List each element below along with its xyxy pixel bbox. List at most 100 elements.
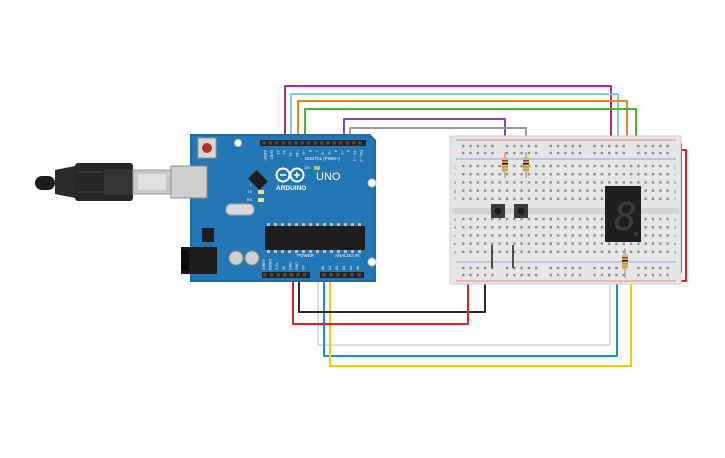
breadboard-hole[interactable] xyxy=(593,273,596,277)
breadboard-hole[interactable] xyxy=(608,173,611,176)
breadboard-hole[interactable] xyxy=(578,234,582,237)
breadboard-hole[interactable] xyxy=(651,144,655,148)
breadboard-hole[interactable] xyxy=(505,273,509,277)
breadboard-hole[interactable] xyxy=(527,151,531,155)
digital-pin[interactable] xyxy=(294,141,298,145)
breadboard-hole[interactable] xyxy=(644,273,647,277)
breadboard-hole[interactable] xyxy=(520,266,523,270)
breadboard-hole[interactable] xyxy=(622,144,625,148)
breadboard-hole[interactable] xyxy=(505,197,509,200)
breadboard-hole[interactable] xyxy=(666,181,669,184)
power-pin[interactable] xyxy=(289,273,294,277)
digital-pin[interactable] xyxy=(307,141,311,145)
breadboard-hole[interactable] xyxy=(549,250,552,253)
breadboard-hole[interactable] xyxy=(608,266,611,270)
breadboard-hole[interactable] xyxy=(520,273,523,277)
push-button-1[interactable] xyxy=(491,204,505,218)
breadboard-hole[interactable] xyxy=(513,217,516,221)
breadboard-hole[interactable] xyxy=(505,234,509,237)
breadboard-hole[interactable] xyxy=(476,234,479,237)
breadboard-hole[interactable] xyxy=(535,234,538,237)
breadboard-hole[interactable] xyxy=(498,217,501,221)
breadboard-hole[interactable] xyxy=(659,173,662,176)
breadboard-hole[interactable] xyxy=(549,226,552,229)
breadboard-hole[interactable] xyxy=(498,181,501,184)
breadboard-hole[interactable] xyxy=(564,234,567,237)
breadboard-hole[interactable] xyxy=(600,197,604,200)
breadboard-hole[interactable] xyxy=(615,151,618,155)
breadboard-hole[interactable] xyxy=(469,242,472,245)
breadboard-hole[interactable] xyxy=(659,197,662,200)
breadboard-hole[interactable] xyxy=(578,242,582,245)
breadboard-hole[interactable] xyxy=(476,197,479,200)
breadboard-hole[interactable] xyxy=(578,217,582,221)
breadboard-hole[interactable] xyxy=(571,217,574,221)
breadboard-hole[interactable] xyxy=(483,197,487,200)
breadboard-hole[interactable] xyxy=(505,173,509,176)
breadboard-hole[interactable] xyxy=(659,266,662,270)
breadboard-hole[interactable] xyxy=(600,173,604,176)
breadboard-hole[interactable] xyxy=(659,242,662,245)
breadboard-hole[interactable] xyxy=(637,273,640,277)
breadboard-hole[interactable] xyxy=(469,226,472,229)
breadboard-hole[interactable] xyxy=(505,242,509,245)
breadboard-hole[interactable] xyxy=(483,242,487,245)
breadboard-hole[interactable] xyxy=(615,173,618,176)
push-button-2[interactable] xyxy=(514,204,528,218)
breadboard-hole[interactable] xyxy=(542,250,545,253)
breadboard-hole[interactable] xyxy=(498,173,501,176)
breadboard-hole[interactable] xyxy=(462,144,465,148)
breadboard-hole[interactable] xyxy=(578,151,582,155)
breadboard-hole[interactable] xyxy=(629,173,633,176)
breadboard-hole[interactable] xyxy=(578,266,582,270)
breadboard-hole[interactable] xyxy=(462,197,465,200)
breadboard-hole[interactable] xyxy=(622,250,625,253)
seven-segment-display[interactable]: 8 xyxy=(605,186,641,242)
breadboard-hole[interactable] xyxy=(476,151,479,155)
breadboard-hole[interactable] xyxy=(571,273,574,277)
breadboard-hole[interactable] xyxy=(491,189,494,192)
breadboard-hole[interactable] xyxy=(520,164,523,168)
breadboard-hole[interactable] xyxy=(469,250,472,253)
digital-pin[interactable] xyxy=(300,141,305,145)
wire-black[interactable] xyxy=(298,265,486,313)
resistor-1[interactable] xyxy=(502,152,508,178)
breadboard-hole[interactable] xyxy=(513,234,516,237)
breadboard-hole[interactable] xyxy=(615,144,618,148)
breadboard-hole[interactable] xyxy=(476,181,479,184)
breadboard-hole[interactable] xyxy=(556,226,560,229)
breadboard-hole[interactable] xyxy=(637,242,640,245)
breadboard-hole[interactable] xyxy=(527,250,531,253)
breadboard-hole[interactable] xyxy=(600,234,604,237)
breadboard-hole[interactable] xyxy=(491,197,494,200)
breadboard-hole[interactable] xyxy=(549,151,552,155)
breadboard-hole[interactable] xyxy=(600,242,604,245)
breadboard-hole[interactable] xyxy=(615,250,618,253)
breadboard-hole[interactable] xyxy=(513,197,516,200)
breadboard-hole[interactable] xyxy=(520,226,523,229)
breadboard-hole[interactable] xyxy=(593,242,596,245)
breadboard-hole[interactable] xyxy=(469,164,472,168)
breadboard-hole[interactable] xyxy=(527,144,531,148)
breadboard-hole[interactable] xyxy=(549,242,552,245)
breadboard-hole[interactable] xyxy=(549,217,552,221)
breadboard-hole[interactable] xyxy=(491,242,494,245)
breadboard-hole[interactable] xyxy=(527,173,531,176)
breadboard-hole[interactable] xyxy=(491,234,494,237)
breadboard-hole[interactable] xyxy=(608,164,611,168)
breadboard-hole[interactable] xyxy=(651,226,655,229)
breadboard-hole[interactable] xyxy=(571,266,574,270)
breadboard-hole[interactable] xyxy=(593,266,596,270)
breadboard-hole[interactable] xyxy=(542,181,545,184)
breadboard-hole[interactable] xyxy=(535,273,538,277)
breadboard-hole[interactable] xyxy=(586,250,589,253)
breadboard-hole[interactable] xyxy=(571,226,574,229)
digital-pin[interactable] xyxy=(281,141,285,145)
breadboard-hole[interactable] xyxy=(491,164,494,168)
breadboard-hole[interactable] xyxy=(651,242,655,245)
breadboard-hole[interactable] xyxy=(578,250,582,253)
breadboard-hole[interactable] xyxy=(527,181,531,184)
breadboard-hole[interactable] xyxy=(659,189,662,192)
breadboard-hole[interactable] xyxy=(651,266,655,270)
breadboard-hole[interactable] xyxy=(651,164,655,168)
